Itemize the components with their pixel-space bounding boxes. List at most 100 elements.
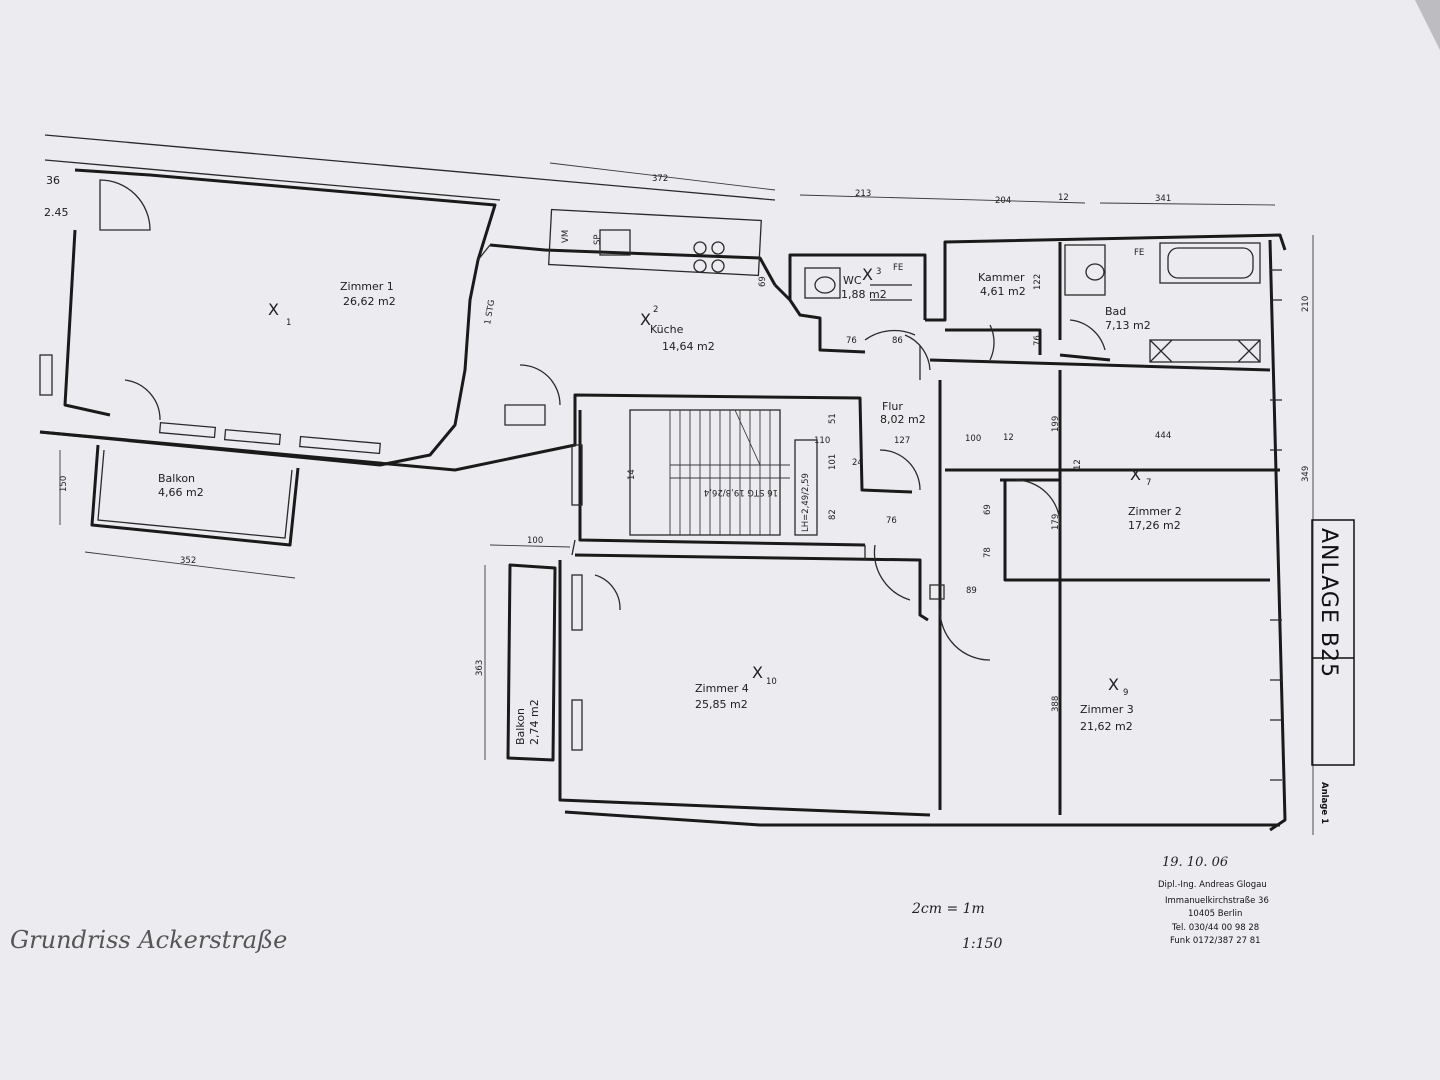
zimmer2-marker: X: [1130, 465, 1141, 484]
zimmer1-name: Zimmer 1: [340, 280, 394, 293]
scale-label: 1:150: [962, 936, 1002, 952]
dim-349: 349: [1301, 466, 1311, 482]
kueche-marker: X: [640, 310, 651, 329]
dim-199: 199: [1051, 416, 1061, 432]
dim-210: 210: [1301, 296, 1311, 312]
dim-363: 363: [475, 660, 485, 676]
zimmer2-index: 7: [1146, 478, 1151, 488]
kueche-index: 2: [653, 305, 658, 315]
flur-name: Flur: [882, 400, 903, 413]
fixture-fe1: FE: [893, 263, 903, 273]
stair-count-label: 14: [627, 469, 637, 480]
dim-100b: 100: [965, 434, 981, 444]
dim-86: 86: [892, 336, 903, 346]
dim-78: 78: [983, 547, 993, 558]
handwritten-title: Grundriss Ackerstraße: [10, 926, 287, 954]
stair-height-label: LH=2,49/2,59: [801, 473, 811, 532]
bad-name: Bad: [1105, 305, 1126, 318]
zimmer4-name: Zimmer 4: [695, 682, 749, 695]
kammer-area: 4,61 m2: [980, 285, 1026, 298]
walls: [39, 134, 1287, 832]
balkon2-area: 2,74 m2: [528, 699, 541, 745]
wc-marker: X: [862, 265, 873, 284]
kammer-name: Kammer: [978, 271, 1025, 284]
kueche-area: 14,64 m2: [662, 340, 715, 353]
wc-name: WC: [843, 274, 862, 287]
fixture-fe2: FE: [1134, 248, 1144, 258]
zimmer3-marker: X: [1108, 675, 1119, 694]
dim-150: 150: [59, 476, 69, 492]
dim-388: 388: [1051, 696, 1061, 712]
zimmer4-area: 25,85 m2: [695, 698, 748, 711]
dim-51: 51: [828, 413, 838, 424]
dim-24: 24: [852, 458, 863, 468]
wc-area: 1,88 m2: [841, 288, 887, 301]
dim-352: 352: [180, 556, 196, 566]
dim-245: 2.45: [44, 206, 69, 219]
dim-69: 69: [758, 276, 768, 287]
dim-179: 179: [1051, 514, 1061, 530]
stamp-date: 19. 10. 06: [1162, 855, 1228, 870]
fixture-vm: VM: [561, 230, 571, 243]
zimmer4-marker: X: [752, 663, 763, 682]
dim-12a: 12: [1058, 193, 1069, 203]
zimmer3-index: 9: [1123, 688, 1128, 698]
dim-76c: 76: [1033, 335, 1043, 346]
dim-444: 444: [1155, 431, 1171, 441]
zimmer1-index: 1: [286, 318, 291, 328]
dimension-lines: [59, 162, 1314, 835]
zimmer3-name: Zimmer 3: [1080, 703, 1134, 716]
flur-area: 8,02 m2: [880, 413, 926, 426]
balkon1-name: Balkon: [158, 472, 195, 485]
stamp-name: Dipl.-Ing. Andreas Glogau: [1158, 880, 1267, 890]
stair-labels: 16 STG 19,8/26,4 LH=2,49/2,59 14: [627, 469, 811, 532]
dim-12b: 12: [1003, 433, 1014, 443]
zimmer3-area: 21,62 m2: [1080, 720, 1133, 733]
doors: [99, 179, 1106, 661]
stamp-funk: Funk 0172/387 27 81: [1170, 936, 1261, 946]
fixture-labels: VM SP FE FE 1 STG: [483, 230, 1144, 326]
architect-stamp: 19. 10. 06 Dipl.-Ing. Andreas Glogau Imm…: [1158, 855, 1269, 946]
dim-110: 110: [814, 436, 830, 446]
stamp-city: 10405 Berlin: [1188, 909, 1242, 919]
anlage-side-label: Anlage 1: [1319, 782, 1329, 824]
dim-100a: 100: [527, 536, 543, 546]
room-labels: Zimmer 1 26,62 m2 X 1 Küche 14,64 m2 X 2…: [158, 265, 1182, 745]
paper-corner: [1415, 0, 1440, 50]
anlage-box: ANLAGE B25: [1311, 519, 1355, 766]
staircase: [629, 409, 818, 536]
dim-127: 127: [894, 436, 910, 446]
dim-36: 36: [46, 174, 60, 187]
dim-69b: 69: [983, 504, 993, 515]
zimmer2-name: Zimmer 2: [1128, 505, 1182, 518]
stamp-street: Immanuelkirchstraße 36: [1165, 896, 1269, 906]
fixture-sp: SP: [593, 234, 603, 245]
balkon2-name: Balkon: [514, 708, 527, 745]
anlage-box-label: ANLAGE B25: [1316, 528, 1341, 678]
dim-341: 341: [1155, 194, 1171, 204]
dim-76b: 76: [886, 516, 897, 526]
dim-122: 122: [1033, 274, 1043, 290]
kueche-name: Küche: [650, 323, 684, 336]
stamp-tel: Tel. 030/44 00 98 28: [1171, 923, 1259, 933]
balkon1-area: 4,66 m2: [158, 486, 204, 499]
zimmer2-area: 17,26 m2: [1128, 519, 1181, 532]
dim-89: 89: [966, 586, 977, 596]
dim-12c: 12: [1073, 459, 1083, 470]
fixture-stg: 1 STG: [483, 299, 497, 326]
dim-204: 204: [995, 196, 1011, 206]
wc-index: 3: [876, 267, 881, 277]
dim-213: 213: [855, 189, 871, 199]
scale-note: 2cm = 1m: [911, 901, 985, 917]
stair-steps-label: 16 STG 19,8/26,4: [704, 487, 778, 497]
bad-area: 7,13 m2: [1105, 319, 1151, 332]
fixtures: [547, 208, 1261, 600]
dim-82: 82: [828, 509, 838, 520]
zimmer4-index: 10: [766, 677, 777, 687]
zimmer1-area: 26,62 m2: [343, 295, 396, 308]
dim-101: 101: [828, 454, 838, 470]
zimmer1-marker: X: [268, 300, 279, 319]
